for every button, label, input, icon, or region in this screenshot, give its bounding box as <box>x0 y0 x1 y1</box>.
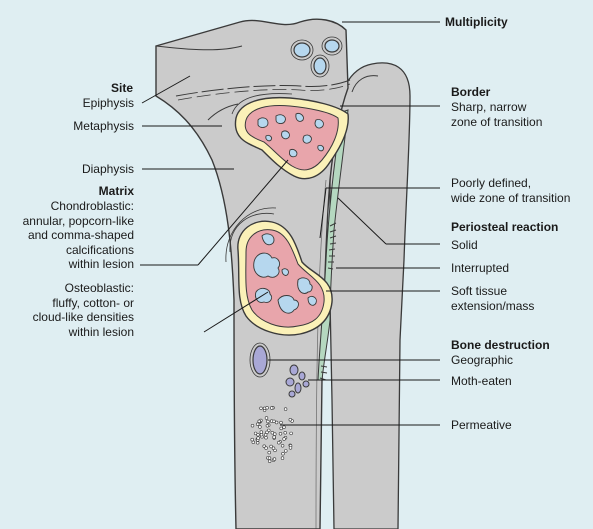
label-interrupted: Interrupted <box>451 261 510 275</box>
geographic-lesion <box>252 345 268 375</box>
chondroblastic-calcifications <box>257 113 324 158</box>
label-border: Border <box>451 85 491 99</box>
tibia-cap-edge <box>155 45 243 51</box>
label-multiplicity: Multiplicity <box>445 15 508 29</box>
label-epiphysis: Epiphysis <box>82 96 134 110</box>
label-matrix: Matrix <box>98 184 134 198</box>
label-metaphysis: Metaphysis <box>73 119 134 133</box>
physis-line-2 <box>177 83 351 101</box>
label-solid: Solid <box>451 238 478 252</box>
poorly-lesion-rim <box>225 207 277 263</box>
permeative-lesion <box>250 406 294 463</box>
leader-lines <box>140 21 440 426</box>
label-periosteal-reaction: Periosteal reaction <box>451 220 559 234</box>
label-poorly-defined: Poorly defined, wide zone of transition <box>451 176 571 205</box>
label-soft-tissue: Soft tissue extension/mass <box>451 284 535 313</box>
fibula <box>329 62 411 529</box>
moth-eaten-lesion <box>285 364 310 398</box>
label-diaphysis: Diaphysis <box>81 162 134 176</box>
metaphysis-edge <box>207 103 239 121</box>
label-osteoblastic: Osteoblastic: fluffy, cotton- or cloud-l… <box>32 281 134 339</box>
physis-line <box>175 79 351 97</box>
label-permeative: Permeative <box>451 418 512 432</box>
label-moth-eaten: Moth-eaten <box>451 374 512 388</box>
label-sharp: Sharp, narrow zone of transition <box>451 100 543 129</box>
osteoblastic-densities <box>253 233 317 314</box>
fibula-inner-line <box>351 75 379 93</box>
label-geographic: Geographic <box>451 353 514 367</box>
label-chondroblastic: Chondroblastic: annular, popcorn-like an… <box>22 199 134 271</box>
sharp-lesion-rim <box>231 93 293 115</box>
multiplicity-lesions <box>290 36 343 78</box>
label-bone-destruction: Bone destruction <box>451 338 550 352</box>
label-site: Site <box>110 81 133 95</box>
